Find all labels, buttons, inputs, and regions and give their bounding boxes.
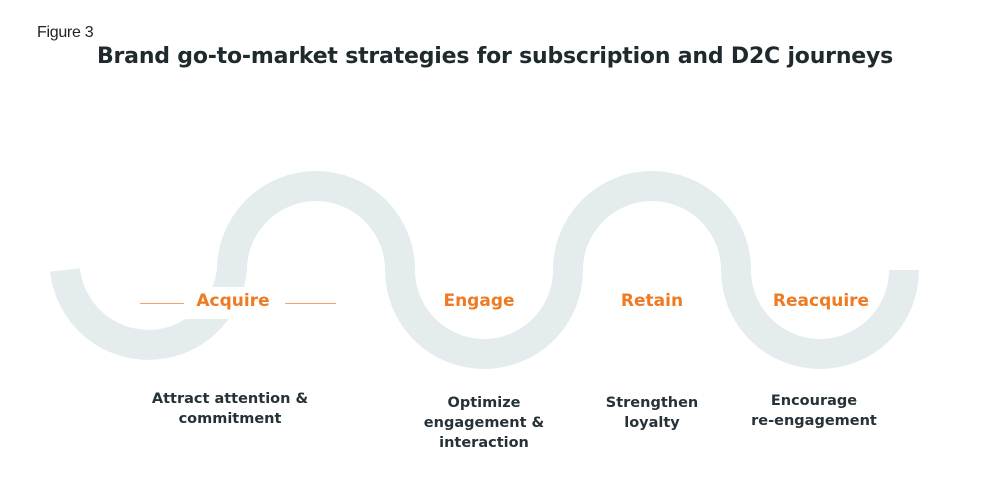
desc-line: Optimize (447, 395, 521, 411)
desc-line: Encourage (770, 393, 858, 409)
figure-title: Brand go-to-market strategies for subscr… (96, 44, 894, 69)
stage-reacquire: Reacquire (772, 291, 870, 311)
acquire-label-backdrop (138, 287, 338, 319)
desc-engage: Optimize engagement & interaction (424, 393, 544, 453)
desc-retain: Strengthen loyalty (606, 393, 698, 433)
wave-path (50, 171, 919, 369)
stage-acquire: Acquire (196, 291, 270, 311)
desc-line: Attract attention & (151, 391, 309, 407)
acquire-right-line (285, 303, 336, 304)
stage-retain: Retain (620, 291, 684, 311)
desc-line: interaction (439, 435, 529, 451)
stage-engage: Engage (443, 291, 515, 311)
desc-line: re-engagement (751, 413, 877, 429)
desc-reacquire: Encourage re-engagement (751, 391, 877, 431)
desc-acquire: Attract attention & commitment (152, 389, 308, 429)
desc-line: commitment (178, 411, 282, 427)
acquire-left-line (140, 303, 184, 304)
figure-label: Figure 3 (37, 24, 94, 41)
desc-line: engagement & (423, 415, 545, 431)
desc-line: Strengthen (605, 395, 699, 411)
desc-line: loyalty (624, 415, 680, 431)
